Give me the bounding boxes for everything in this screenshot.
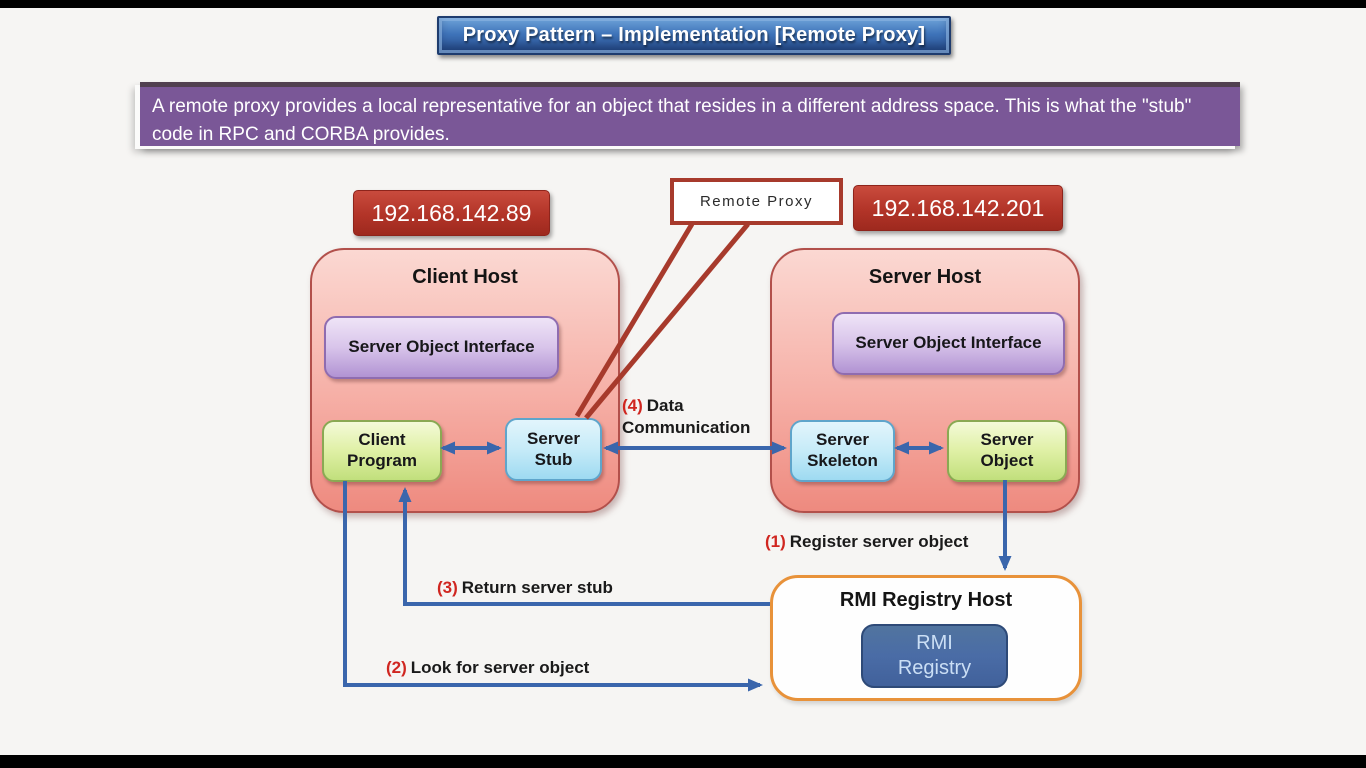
- client-host-title: Client Host: [412, 266, 518, 288]
- letterbox-bottom: [0, 755, 1366, 768]
- client-program-box: Client Program: [322, 420, 442, 482]
- server-interface-text: Server Object Interface: [855, 333, 1042, 353]
- server-skeleton-text: Server Skeleton: [807, 430, 878, 470]
- client-interface-text: Server Object Interface: [348, 337, 535, 357]
- letterbox-top: [0, 0, 1366, 8]
- rmi-registry-host-title: RMI Registry Host: [839, 589, 1013, 611]
- server-host-box: Server Host Server Object Interface Serv…: [770, 248, 1080, 513]
- client-server-object-interface-box: Server Object Interface: [324, 316, 559, 379]
- title-banner: Proxy Pattern – Implementation [Remote P…: [437, 16, 951, 55]
- rmi-registry-host-box: RMI Registry Host RMI Registry: [770, 575, 1082, 701]
- server-object-text: Server Object: [980, 430, 1034, 470]
- server-object-box: Server Object: [947, 420, 1067, 482]
- server-ip-label: 192.168.142.201: [853, 185, 1063, 231]
- remote-proxy-callout: Remote Proxy: [670, 178, 843, 225]
- remote-proxy-text: Remote Proxy: [699, 193, 814, 210]
- step-3-return-label: (3)Return server stub: [437, 577, 613, 599]
- client-ip-text: 192.168.142.89: [371, 199, 532, 226]
- slide-title: Proxy Pattern – Implementation [Remote P…: [462, 24, 926, 46]
- step-3-number: (3): [437, 578, 458, 597]
- client-ip-label: 192.168.142.89: [353, 190, 550, 236]
- step-2-number: (2): [386, 658, 407, 677]
- server-skeleton-box: Server Skeleton: [790, 420, 895, 482]
- server-stub-text: Server Stub: [527, 428, 580, 469]
- server-server-object-interface-box: Server Object Interface: [832, 312, 1065, 375]
- client-program-text: Client Program: [347, 430, 417, 470]
- step-4-number: (4): [622, 396, 643, 415]
- step-3-text: Return server stub: [461, 578, 613, 597]
- server-ip-text: 192.168.142.201: [871, 194, 1045, 221]
- client-host-box: Client Host Server Object Interface Clie…: [310, 248, 620, 513]
- server-host-title: Server Host: [868, 266, 982, 288]
- rmi-registry-text: RMI Registry: [897, 632, 972, 679]
- step-1-number: (1): [765, 532, 786, 551]
- rmi-registry-box: RMI Registry: [861, 624, 1008, 688]
- step-1-register-label: (1)Register server object: [765, 531, 968, 553]
- step-2-text: Look for server object: [410, 658, 590, 677]
- server-stub-box: Server Stub: [505, 418, 602, 481]
- description-box: A remote proxy provides a local represen…: [140, 82, 1240, 146]
- description-text: A remote proxy provides a local represen…: [152, 96, 1192, 146]
- step-4-data-communication-label: (4)Data Communication: [622, 395, 774, 439]
- step-1-text: Register server object: [789, 532, 969, 551]
- step-2-lookup-label: (2)Look for server object: [386, 657, 589, 679]
